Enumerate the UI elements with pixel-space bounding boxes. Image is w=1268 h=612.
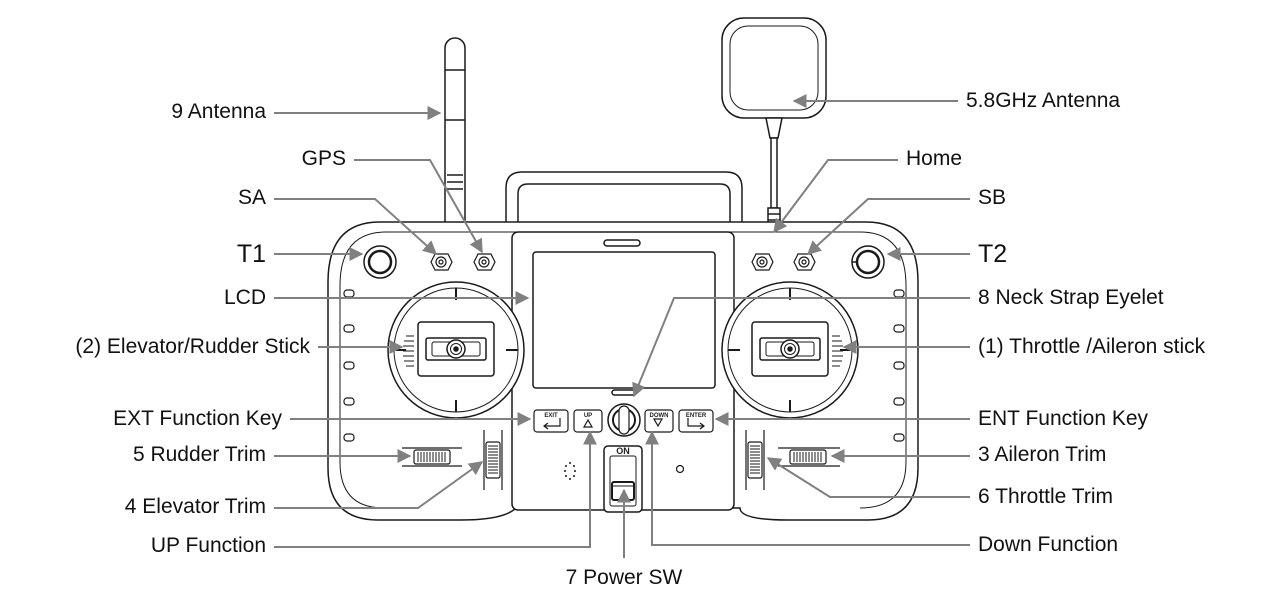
exit-key-text: EXIT	[544, 413, 558, 419]
knob-t2	[851, 245, 885, 279]
rudder-trim	[402, 447, 462, 467]
function-keys	[533, 409, 714, 433]
switch-home	[751, 253, 774, 271]
elevator-trim	[483, 430, 503, 490]
label-gps: GPS	[301, 147, 346, 170]
label-sb: SB	[978, 186, 1007, 209]
label-58ghz-antenna: 5.8GHz Antenna	[966, 89, 1121, 112]
right-gimbal	[721, 281, 859, 419]
switch-sa	[430, 253, 453, 271]
label-elevator-rudder-stick: (2) Elevator/Rudder Stick	[75, 335, 310, 358]
up-key-text: UP	[584, 413, 592, 419]
label-ext-function-key: EXT Function Key	[113, 407, 282, 430]
throttle-trim	[745, 430, 765, 490]
power-on-text: ON	[616, 446, 630, 456]
speaker-grille	[564, 462, 576, 480]
grip-notches	[343, 289, 905, 442]
label-9-antenna: 9 Antenna	[171, 100, 266, 123]
carry-handle	[505, 171, 743, 240]
label-throttle-aileron-stick: (1) Throttle /Aileron stick	[978, 335, 1206, 358]
knob-t1	[363, 245, 397, 279]
label-home: Home	[906, 147, 963, 170]
center-panel	[511, 231, 735, 511]
label-down-function: Down Function	[978, 533, 1119, 556]
aileron-trim	[778, 447, 840, 467]
label-rudder-trim: 5 Rudder Trim	[132, 443, 266, 466]
down-key	[644, 409, 674, 433]
label-t2: T2	[978, 240, 1008, 268]
label-sa: SA	[237, 186, 266, 209]
power-switch	[603, 445, 643, 513]
label-neck-strap-eyelet: 8 Neck Strap Eyelet	[978, 286, 1164, 309]
down-key-text: DOWN	[650, 413, 669, 419]
label-power-sw: 7 Power SW	[565, 566, 683, 589]
label-elevator-trim: 4 Elevator Trim	[124, 495, 266, 518]
label-up-function: UP Function	[150, 534, 266, 557]
label-lcd: LCD	[223, 286, 266, 309]
label-ent-function-key: ENT Function Key	[978, 407, 1149, 430]
leader-lines	[274, 94, 970, 558]
switch-gps	[473, 253, 496, 271]
lcd-screen	[532, 251, 716, 389]
left-gimbal	[387, 281, 525, 419]
58ghz-panel-antenna	[721, 17, 827, 231]
label-aileron-trim: 3 Aileron Trim	[978, 443, 1107, 466]
enter-key-text: ENTER	[686, 413, 707, 419]
switch-sb	[793, 253, 816, 271]
whip-antenna	[444, 37, 466, 239]
label-throttle-trim: 6 Throttle Trim	[978, 485, 1113, 508]
status-led	[675, 464, 685, 474]
neck-strap-eyelet	[607, 403, 641, 437]
label-t1: T1	[236, 240, 266, 268]
